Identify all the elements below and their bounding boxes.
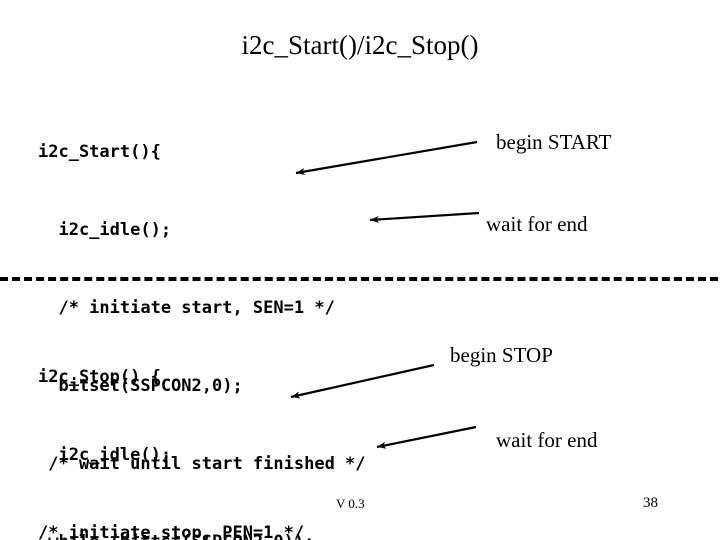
annotation-wait-for-end-start: wait for end <box>486 212 588 236</box>
footer-page-number: 38 <box>643 495 658 511</box>
code-block-i2c-stop: i2c_Stop() { i2c_idle(); /* initiate sto… <box>38 312 345 540</box>
annotation-wait-for-end-stop: wait for end <box>496 428 598 452</box>
code-line: /* initiate stop, PEN=1 */ <box>38 523 305 540</box>
dashed-divider <box>0 277 718 281</box>
code-line: /* initiate start, SEN=1 */ <box>38 298 335 318</box>
page-title: i2c_Start()/i2c_Stop() <box>241 30 479 60</box>
code-line: i2c_idle(); <box>38 445 172 465</box>
code-line: while (bittst(SSPCON2,0)); <box>38 529 366 540</box>
arrow-wait-for-end-stop-icon <box>376 425 477 449</box>
footer-version: V 0.3 <box>336 496 365 511</box>
code-line: /* wait until start finished */ <box>38 454 366 474</box>
annotation-begin-start: begin START <box>496 130 612 154</box>
arrow-wait-for-end-start-icon <box>369 211 480 224</box>
code-line: bitset(SSPCON2,0); <box>38 376 243 396</box>
code-block-i2c-start: i2c_Start(){ i2c_idle(); /* initiate sta… <box>38 87 366 540</box>
annotation-begin-stop: begin STOP <box>450 343 553 367</box>
code-line: i2c_Stop() { <box>38 367 161 387</box>
code-line: i2c_Start(){ <box>38 142 161 162</box>
code-line: i2c_idle(); <box>38 220 172 240</box>
